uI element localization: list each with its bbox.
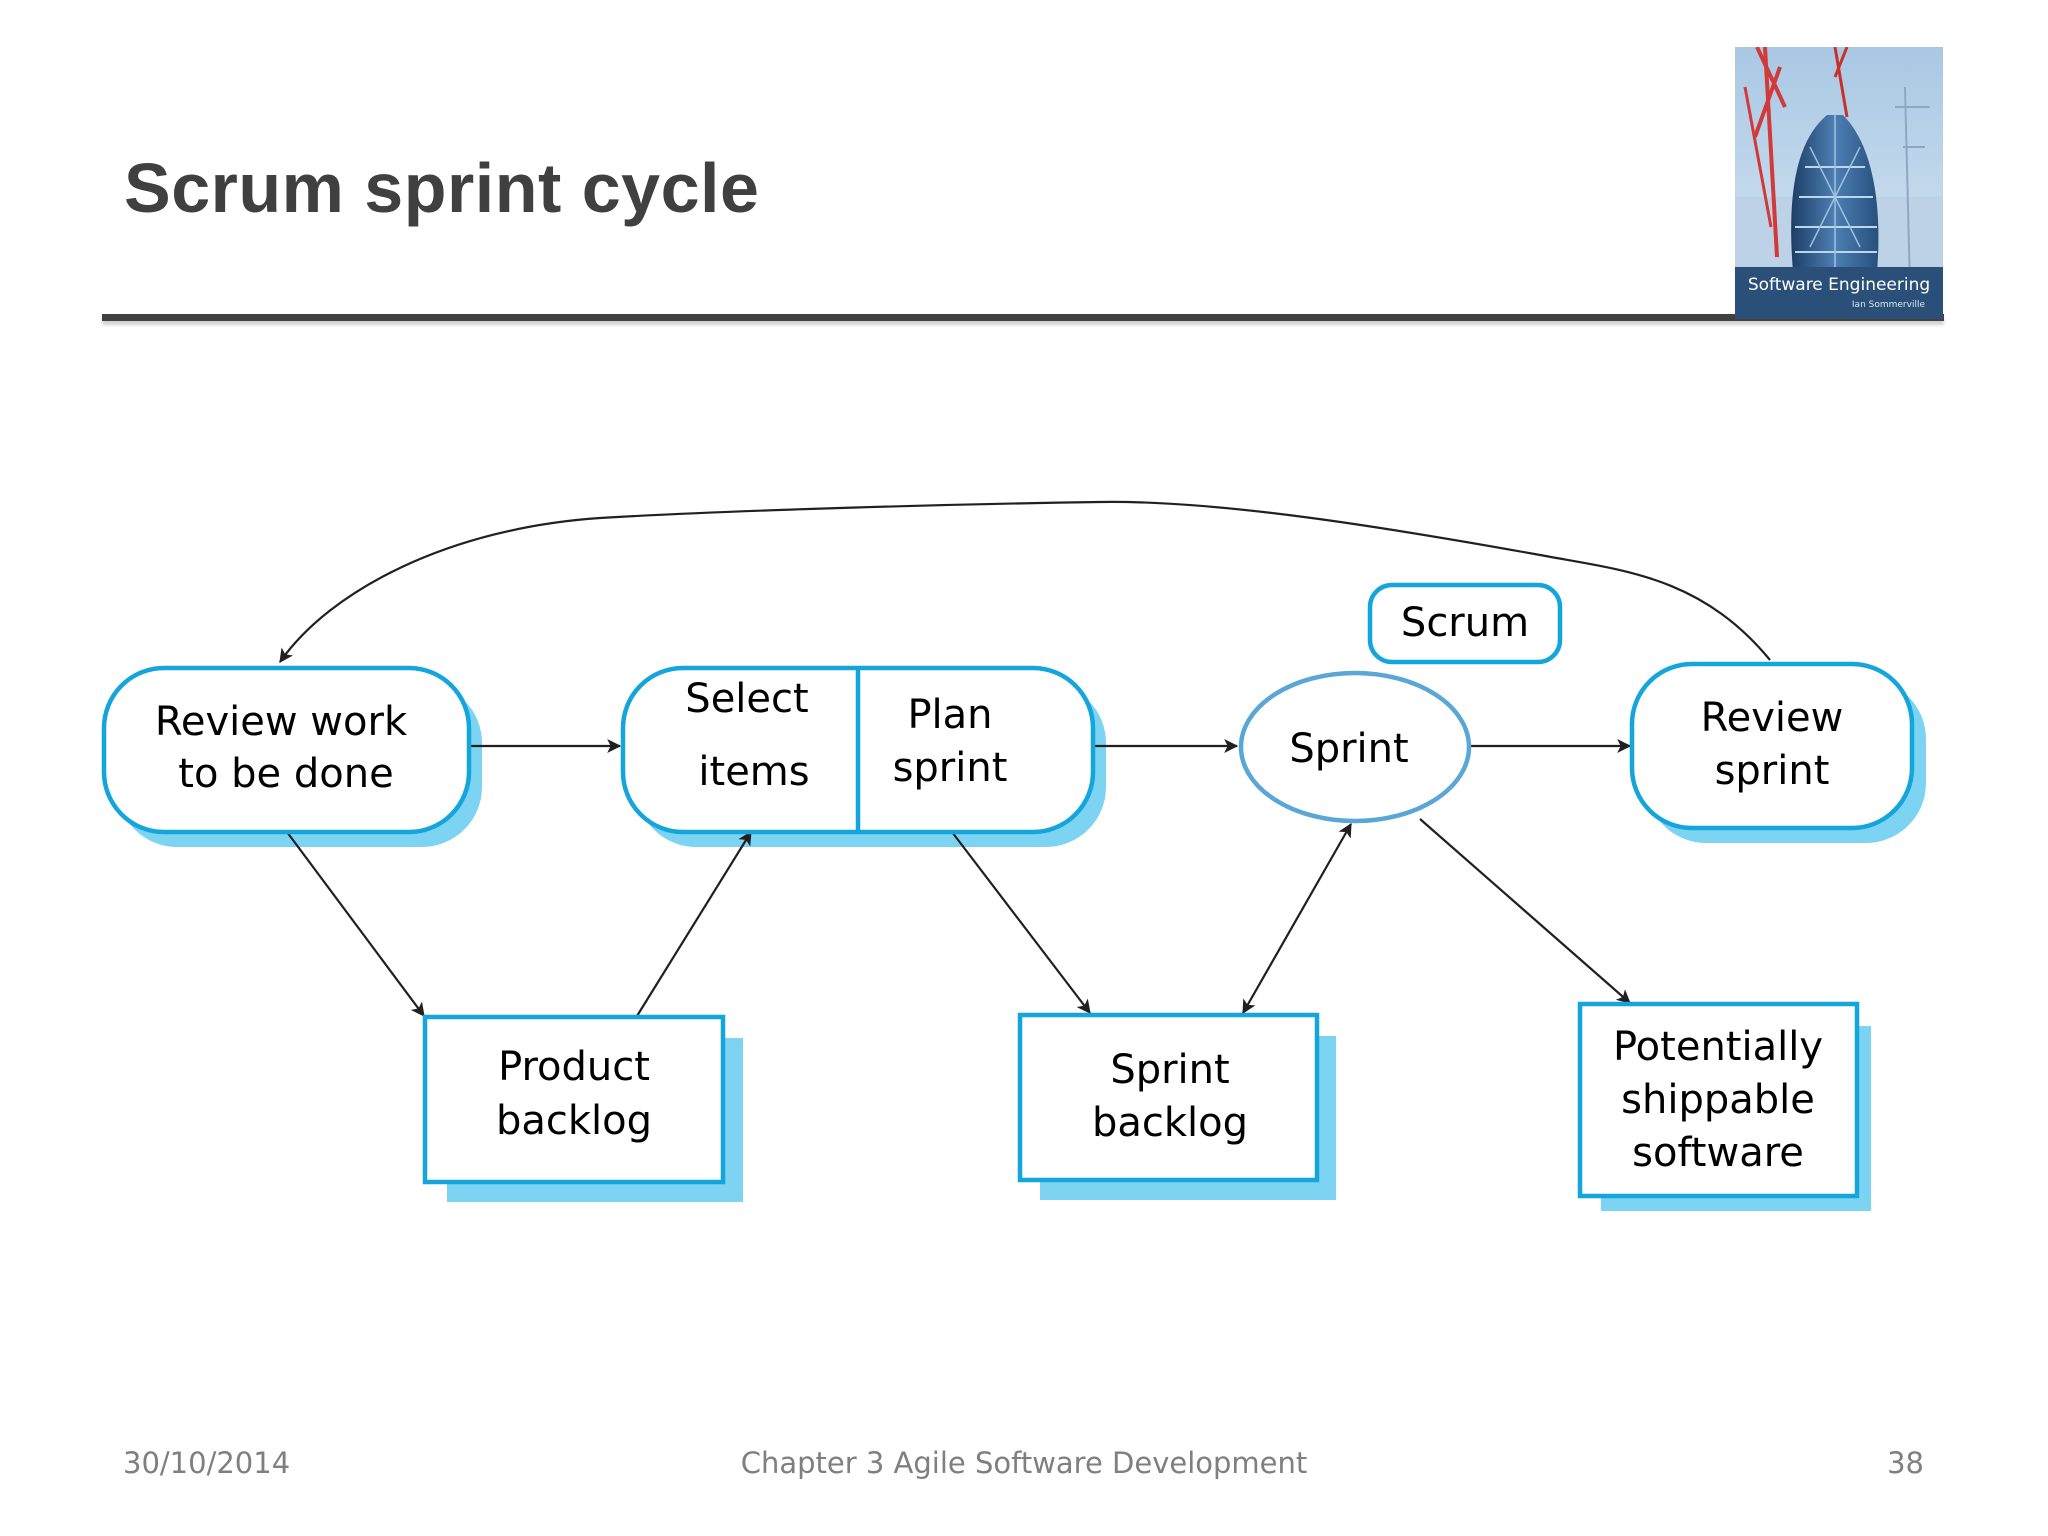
page-title: Scrum sprint cycle — [124, 149, 760, 227]
node-sprint-backlog — [1017, 1012, 1320, 1183]
arrow-product-backlog-to-select — [636, 831, 752, 1017]
arrow-sprint-backlog-sprint — [1242, 822, 1352, 1015]
node-sprint — [1238, 670, 1472, 824]
label-select-2: items — [698, 749, 809, 795]
node-review-work — [101, 665, 472, 835]
node-scrum — [1367, 582, 1563, 665]
label-review-work-1: Review work — [155, 699, 408, 745]
node-review-sprint — [1629, 661, 1915, 831]
label-scrum: Scrum — [1401, 600, 1529, 646]
arrow-review-sprint-to-review-work — [279, 500, 1771, 663]
node-product-backlog — [422, 1014, 726, 1185]
footer-chapter: Chapter 3 Agile Software Development — [740, 1446, 1308, 1480]
label-sprint-backlog-1: Sprint — [1110, 1047, 1229, 1093]
arrow-plan-to-sprint-backlog — [951, 831, 1091, 1014]
node-shippable — [1577, 1001, 1860, 1199]
arrow-review-to-product-backlog — [286, 831, 425, 1017]
footer-date: 30/10/2014 — [123, 1446, 291, 1480]
connectors — [279, 500, 1771, 1017]
label-plan-1: Plan — [907, 692, 992, 738]
label-sprint-backlog-2: backlog — [1092, 1100, 1248, 1146]
title-divider — [102, 314, 1944, 321]
arrow-sprint-to-shippable — [1419, 818, 1631, 1004]
label-shippable-1: Potentially — [1613, 1024, 1823, 1070]
label-shippable-2: shippable — [1621, 1077, 1815, 1123]
footer-page-number: 38 — [1887, 1446, 1924, 1480]
cover-title: Software Engineering — [1748, 275, 1930, 295]
label-product-backlog-1: Product — [498, 1044, 650, 1090]
label-product-backlog-2: backlog — [496, 1098, 652, 1144]
book-cover-image: Software Engineering Ian Sommerville — [1735, 47, 1943, 319]
label-plan-2: sprint — [893, 745, 1008, 791]
cover-author: Ian Sommerville — [1852, 300, 1926, 310]
label-select-1: Select — [685, 676, 808, 722]
label-review-sprint-1: Review — [1701, 695, 1844, 741]
label-review-work-2: to be done — [178, 751, 393, 797]
label-review-sprint-2: sprint — [1715, 748, 1830, 794]
label-sprint: Sprint — [1289, 726, 1408, 772]
label-shippable-3: software — [1632, 1130, 1804, 1176]
